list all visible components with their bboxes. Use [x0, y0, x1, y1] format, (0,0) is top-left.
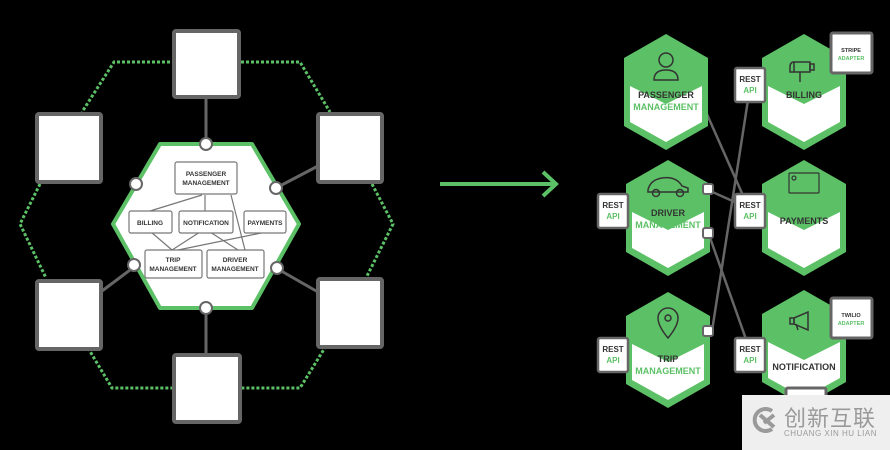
module-label: PASSENGER	[186, 171, 227, 178]
service-label: NOTIFICATION	[772, 362, 835, 372]
external-box-bottom	[172, 353, 242, 424]
twilio-adapter: TWILIO ADAPTER	[829, 296, 874, 340]
outer-hexagon-dotted	[86, 347, 175, 390]
service-label: PAYMENTS	[780, 216, 829, 226]
rest-label: REST	[602, 201, 623, 210]
connector-line	[275, 164, 319, 190]
external-box-lower-left	[35, 279, 103, 351]
rest-label: REST	[739, 345, 760, 354]
service-notification: NOTIFICATION	[762, 290, 846, 406]
port-circle	[129, 177, 143, 191]
service-link	[706, 231, 749, 343]
adapter-label: STRIPE	[841, 48, 861, 54]
module-label: DRIVER	[223, 257, 248, 264]
credit-card-icon	[788, 172, 820, 194]
module-payments: PAYMENTS	[243, 210, 287, 234]
module-label: MANAGEMENT	[182, 180, 229, 187]
stripe-adapter: STRIPE ADAPTER	[829, 31, 874, 75]
port-circle	[199, 301, 213, 315]
adapter-label: ADAPTER	[838, 56, 865, 62]
car-icon	[647, 176, 689, 198]
outer-hexagon-dotted	[364, 183, 395, 279]
port-circle	[270, 261, 284, 275]
watermark-title: 创新互联	[784, 407, 877, 432]
service-label: TRIP	[658, 354, 679, 364]
service-trip: TRIP MANAGEMENT	[626, 292, 710, 408]
connector-line	[101, 265, 135, 293]
module-driver: DRIVER MANAGEMENT	[206, 249, 265, 279]
rest-label: REST	[739, 75, 760, 84]
api-label: API	[606, 356, 619, 365]
api-label: API	[743, 212, 756, 221]
port-circle	[199, 137, 213, 151]
port-square	[702, 325, 714, 337]
external-box-top	[172, 29, 241, 99]
rest-label: REST	[602, 345, 623, 354]
monolith-diagram: PASSENGER MANAGEMENT BILLING NOTIFICATIO…	[18, 29, 395, 424]
port-square	[702, 227, 714, 239]
outer-hexagon-dotted	[18, 183, 48, 279]
rest-api-payments: REST API	[733, 192, 767, 230]
module-label: BILLING	[137, 220, 163, 227]
cx-logo-icon	[752, 407, 776, 433]
service-payments: PAYMENTS	[762, 160, 846, 276]
module-label: NOTIFICATION	[183, 220, 229, 227]
rest-api-notification: REST API	[733, 336, 767, 374]
module-passenger: PASSENGER MANAGEMENT	[174, 161, 238, 195]
adapter-label: ADAPTER	[838, 321, 865, 327]
outer-hexagon-dotted	[241, 60, 332, 113]
map-pin-icon	[657, 307, 679, 340]
service-label: PASSENGER	[638, 90, 694, 100]
watermark: 创新互联 CHUANG XIN HU LIAN	[742, 395, 890, 450]
module-label: TRIP	[166, 257, 181, 264]
module-label: PAYMENTS	[247, 220, 283, 227]
port-square	[702, 183, 714, 195]
external-box-lower-right	[316, 277, 384, 349]
service-billing: BILLING	[762, 34, 846, 150]
module-link	[149, 194, 203, 212]
module-link	[171, 231, 201, 251]
person-icon	[653, 52, 679, 81]
external-box-upper-left	[35, 112, 103, 184]
module-links	[149, 194, 267, 251]
rest-api-billing: REST API	[733, 66, 767, 104]
mailbox-icon	[789, 61, 815, 82]
api-label: API	[743, 356, 756, 365]
module-link	[177, 231, 267, 251]
service-passenger: PASSENGER MANAGEMENT	[624, 34, 708, 150]
service-link	[710, 99, 750, 332]
watermark-subtitle: CHUANG XIN HU LIAN	[784, 429, 878, 438]
outer-hexagon-dotted	[80, 60, 175, 113]
port-circle	[127, 258, 141, 272]
api-label: API	[606, 212, 619, 221]
module-notification: NOTIFICATION	[178, 210, 234, 234]
rest-api-trip: REST API	[596, 336, 630, 374]
module-link	[230, 194, 246, 251]
module-label: MANAGEMENT	[211, 266, 258, 273]
module-link	[150, 231, 173, 251]
api-label: API	[743, 86, 756, 95]
rest-label: REST	[739, 201, 760, 210]
service-label: DRIVER	[651, 208, 686, 218]
service-label: MANAGEMENT	[635, 220, 701, 230]
connector-line	[275, 266, 319, 294]
module-billing: BILLING	[128, 210, 173, 234]
port-circle	[269, 181, 283, 195]
megaphone-icon	[789, 310, 809, 332]
adapter-label: TWILIO	[841, 313, 861, 319]
external-box-upper-right	[316, 112, 384, 184]
rest-api-driver: REST API	[596, 192, 630, 230]
module-label: MANAGEMENT	[149, 266, 196, 273]
right-arrow-icon	[440, 170, 559, 198]
outer-hexagon-dotted	[241, 345, 328, 390]
service-driver: DRIVER MANAGEMENT	[626, 160, 710, 276]
module-trip: TRIP MANAGEMENT	[144, 249, 203, 279]
service-link	[704, 111, 747, 201]
microservices-diagram: PASSENGER MANAGEMENT BILLING DRIVER	[596, 31, 874, 410]
service-label: BILLING	[786, 90, 822, 100]
service-label: MANAGEMENT	[635, 366, 701, 376]
service-label: MANAGEMENT	[633, 102, 699, 112]
